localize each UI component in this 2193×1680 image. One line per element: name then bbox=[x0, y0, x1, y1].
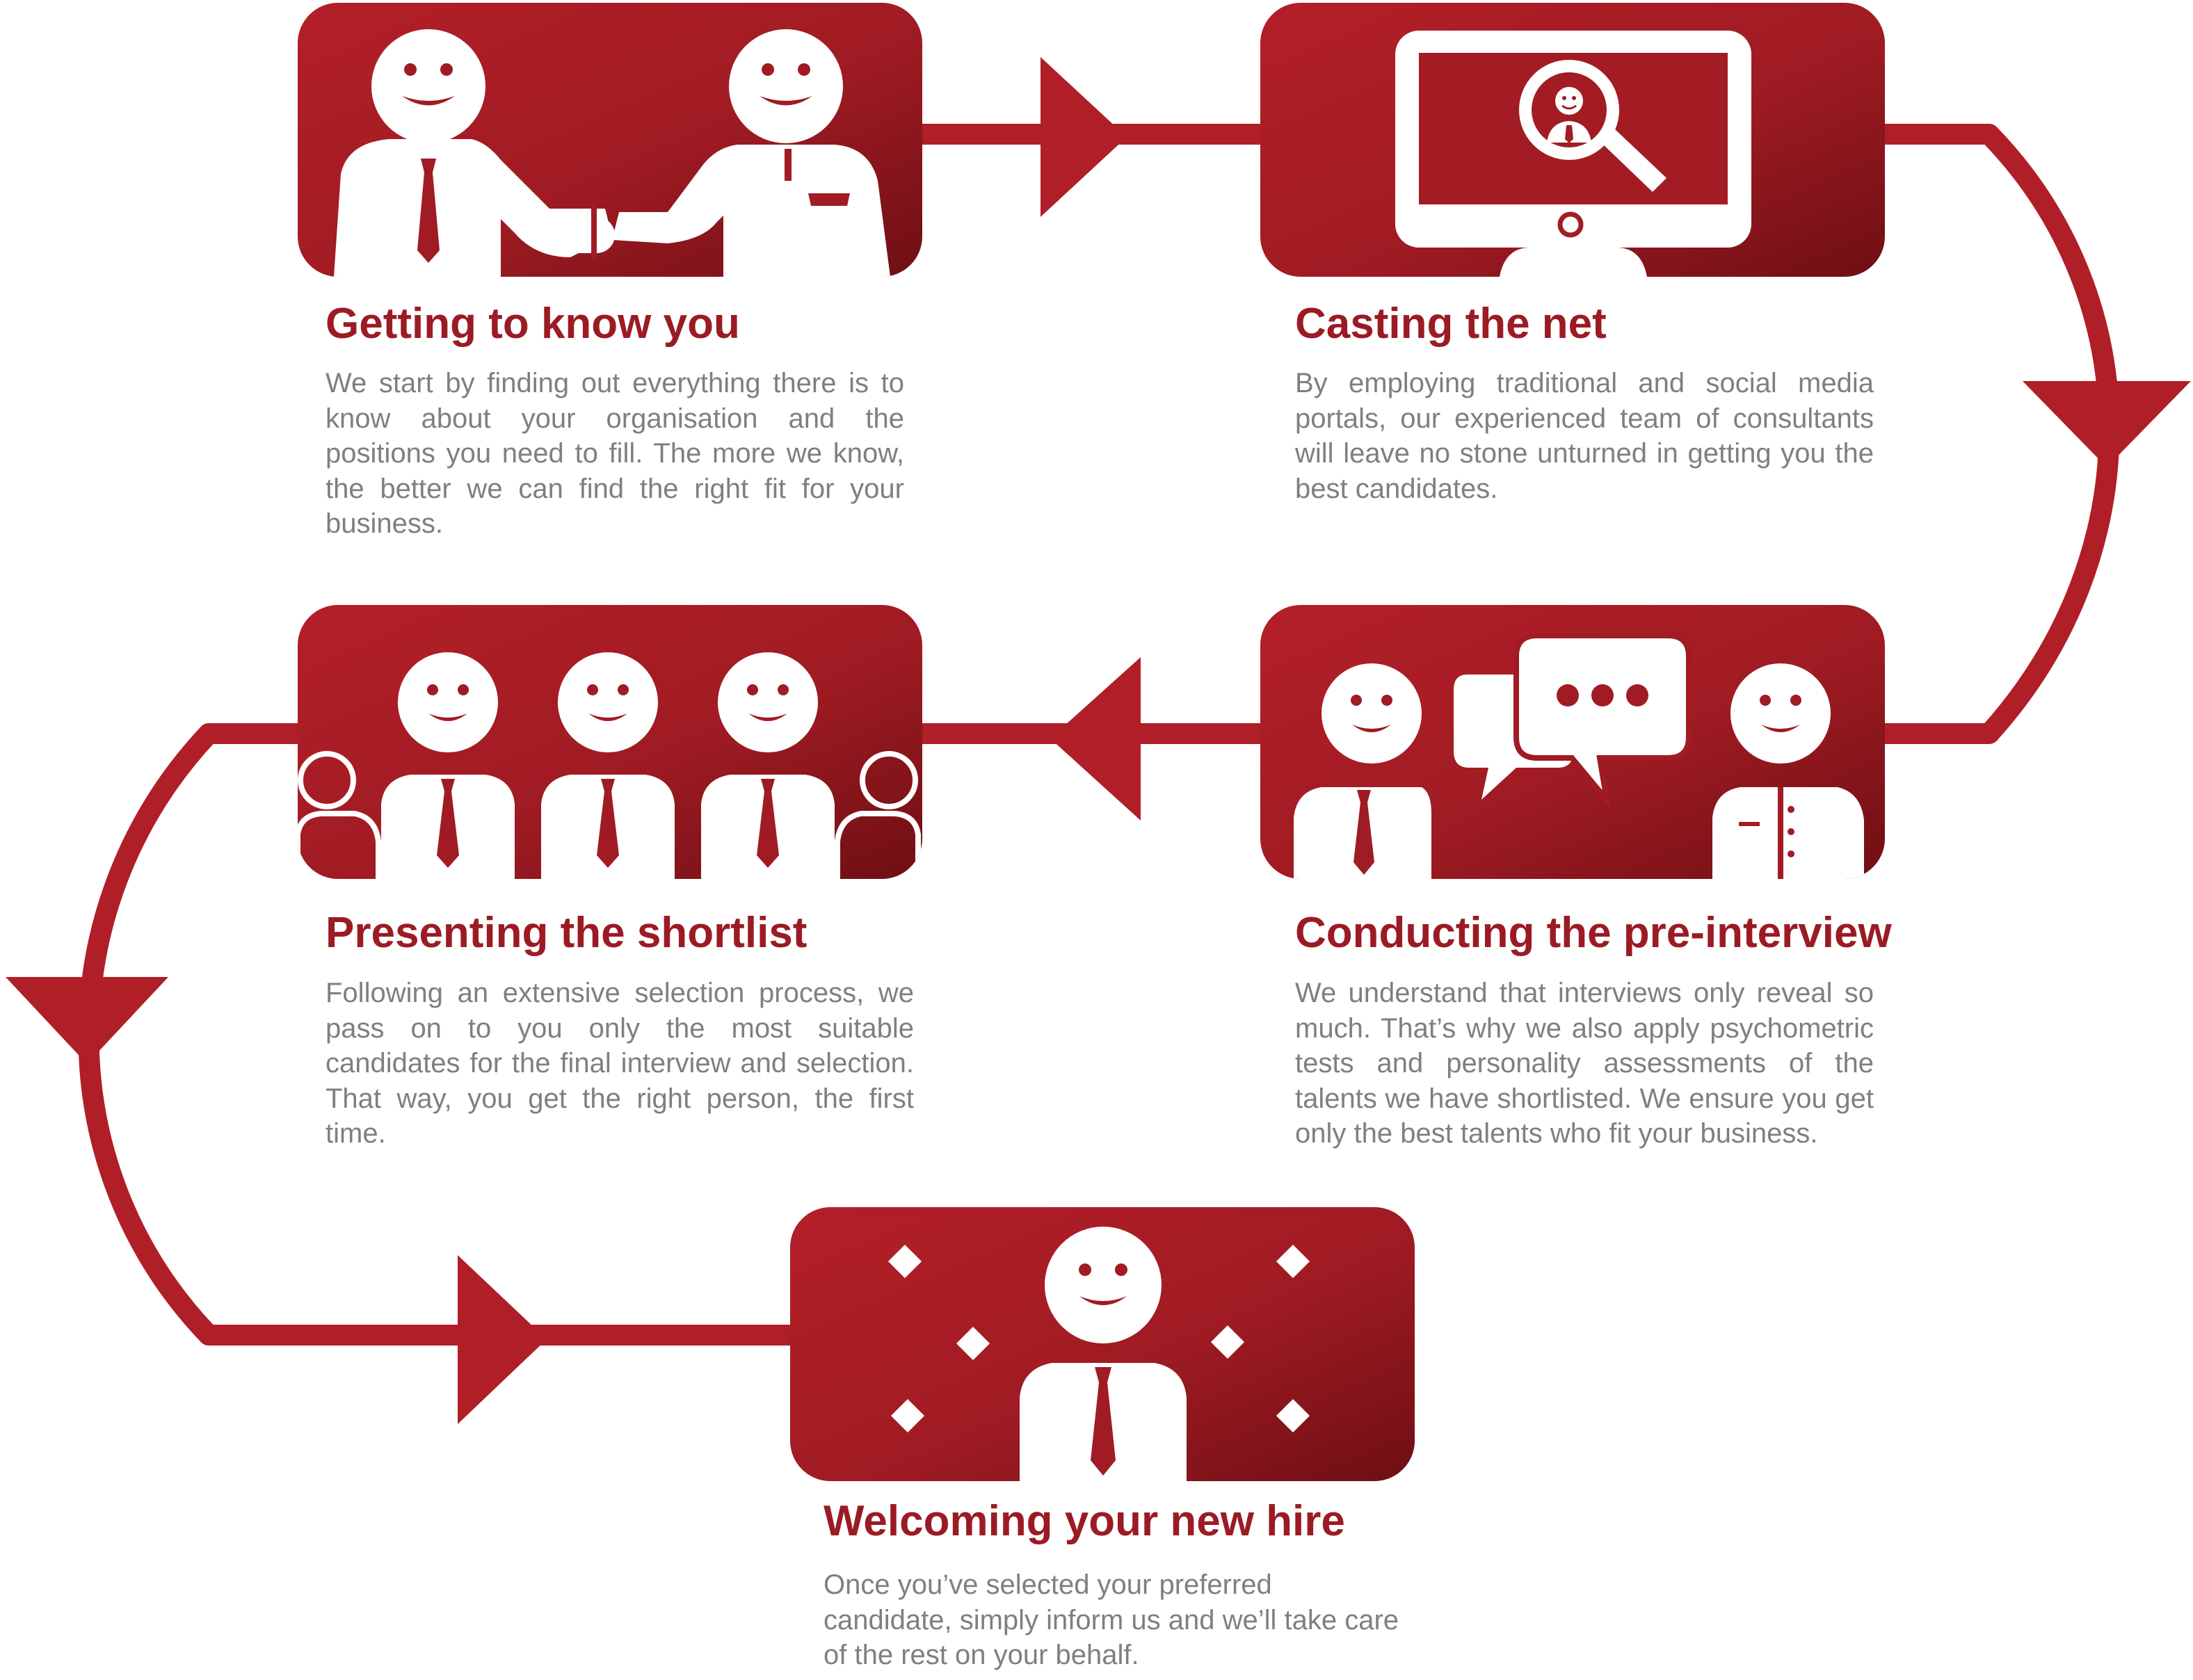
step-5-title: Welcoming your new hire bbox=[824, 1497, 1345, 1545]
step-3-box bbox=[1260, 605, 1885, 879]
arrow-down-right bbox=[2023, 381, 2191, 467]
step-4-description: Following an extensive selection process… bbox=[326, 978, 914, 1149]
arrow-right-top bbox=[1041, 57, 1127, 217]
arrow-down-left bbox=[6, 977, 168, 1064]
step-4-title: Presenting the shortlist bbox=[326, 909, 808, 957]
step-5-description: Once you’ve selected your preferred cand… bbox=[824, 1569, 1399, 1670]
step-3-title: Conducting the pre-interview bbox=[1295, 909, 1892, 957]
step-4-box bbox=[298, 605, 922, 879]
step-2-title: Casting the net bbox=[1295, 300, 1607, 348]
handshake-icon bbox=[334, 29, 890, 277]
new-hire-celebration-icon bbox=[887, 1227, 1310, 1481]
arrow-left-middle bbox=[1050, 657, 1141, 821]
step-2-description: By employing traditional and social medi… bbox=[1295, 368, 1874, 504]
flow-arrows bbox=[6, 57, 2191, 1424]
step-1-box bbox=[298, 3, 922, 277]
step-1-description: We start by finding out everything there… bbox=[326, 368, 904, 539]
step-3-description: We understand that interviews only revea… bbox=[1295, 978, 1874, 1149]
interview-chat-icon bbox=[1294, 633, 1864, 879]
candidates-group-icon bbox=[298, 652, 921, 879]
step-5-box bbox=[790, 1207, 1415, 1481]
monitor-search-icon bbox=[1395, 31, 1751, 277]
arrow-right-bottom bbox=[458, 1255, 547, 1424]
step-1-title: Getting to know you bbox=[326, 300, 740, 348]
step-2-box bbox=[1260, 3, 1885, 277]
